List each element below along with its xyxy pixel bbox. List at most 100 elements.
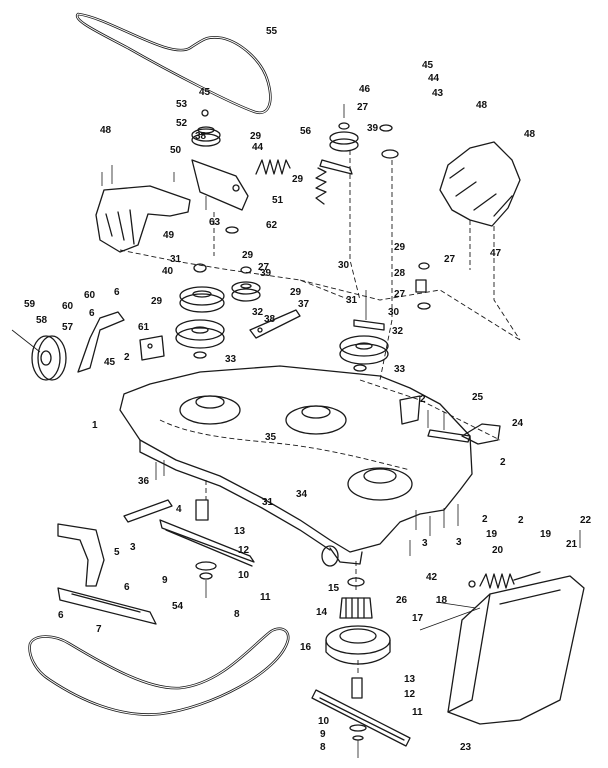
label-31: 31 xyxy=(346,295,358,306)
label-6: 6 xyxy=(58,610,64,621)
label-39: 39 xyxy=(367,123,379,134)
label-14: 14 xyxy=(316,607,328,618)
label-30: 30 xyxy=(338,260,350,271)
label-29: 29 xyxy=(292,174,304,185)
spindle-left xyxy=(159,499,255,598)
label-12: 12 xyxy=(238,545,250,556)
label-18: 18 xyxy=(436,595,448,606)
label-7: 7 xyxy=(96,624,102,635)
label-11: 11 xyxy=(412,707,423,718)
label-12: 12 xyxy=(404,689,416,700)
label-31: 31 xyxy=(262,497,274,508)
label-48: 48 xyxy=(100,125,112,136)
label-39: 39 xyxy=(260,268,272,279)
idler-arm-37 xyxy=(249,309,301,339)
label-43: 43 xyxy=(432,88,444,99)
label-9: 9 xyxy=(320,729,326,740)
label-52: 52 xyxy=(176,118,188,129)
label-21: 21 xyxy=(566,539,578,550)
label-51: 51 xyxy=(272,195,284,206)
label-37: 37 xyxy=(298,299,310,310)
label-31: 31 xyxy=(170,254,182,265)
label-6: 6 xyxy=(89,308,95,319)
label-45: 45 xyxy=(199,87,211,98)
wheel-bracket-57 xyxy=(77,311,125,373)
label-19: 19 xyxy=(486,529,498,540)
bracket-5 xyxy=(57,523,105,587)
label-54: 54 xyxy=(172,601,184,612)
label-26: 26 xyxy=(396,595,408,606)
label-29: 29 xyxy=(250,131,262,142)
belt-guard-47 xyxy=(439,141,521,227)
label-36: 36 xyxy=(138,476,150,487)
idler-bracket-50 xyxy=(191,159,249,211)
callout-labels: 55 46 45 44 43 27 39 48 48 48 45 53 52 3… xyxy=(24,26,592,753)
label-30: 30 xyxy=(388,307,400,318)
spring-51 xyxy=(315,167,327,205)
label-8: 8 xyxy=(234,609,240,620)
label-29: 29 xyxy=(242,250,254,261)
spring-56 xyxy=(255,159,291,175)
label-42: 42 xyxy=(426,572,438,583)
label-2: 2 xyxy=(124,352,130,363)
label-44: 44 xyxy=(428,73,440,84)
label-28: 28 xyxy=(394,268,406,279)
label-53: 53 xyxy=(176,99,188,110)
discharge-chute-23 xyxy=(419,575,585,725)
label-4: 4 xyxy=(176,504,182,515)
label-2: 2 xyxy=(500,457,506,468)
pulley-39-mid xyxy=(231,266,261,302)
label-50: 50 xyxy=(170,145,182,156)
label-60: 60 xyxy=(62,301,74,312)
link-36 xyxy=(155,460,165,480)
label-61: 61 xyxy=(138,322,150,333)
label-32: 32 xyxy=(252,307,264,318)
label-10: 10 xyxy=(238,570,250,581)
pulley-32-left xyxy=(175,319,225,359)
label-11: 11 xyxy=(260,592,271,603)
pulley-40 xyxy=(179,263,225,313)
pulley-52 xyxy=(191,109,221,147)
washer-62 xyxy=(225,226,239,234)
label-1: 1 xyxy=(92,420,98,431)
label-5: 5 xyxy=(114,547,120,558)
label-27: 27 xyxy=(258,262,270,273)
label-59: 59 xyxy=(24,299,36,310)
label-35: 35 xyxy=(265,432,277,443)
label-2: 2 xyxy=(518,515,524,526)
mower-deck-1 xyxy=(119,365,473,567)
bolts-2-3-42 xyxy=(409,410,581,556)
label-62: 62 xyxy=(266,220,278,231)
label-9: 9 xyxy=(162,575,168,586)
label-45: 45 xyxy=(422,60,434,71)
label-56: 56 xyxy=(300,126,312,137)
label-38: 38 xyxy=(195,131,207,142)
label-60: 60 xyxy=(84,290,96,301)
label-3: 3 xyxy=(130,542,136,553)
label-8: 8 xyxy=(320,742,326,753)
label-55: 55 xyxy=(266,26,278,37)
label-3: 3 xyxy=(456,537,462,548)
label-49: 49 xyxy=(163,230,175,241)
label-3: 3 xyxy=(422,538,428,549)
label-25: 25 xyxy=(472,392,484,403)
gauge-wheel-58 xyxy=(11,329,67,381)
label-17: 17 xyxy=(412,613,424,624)
label-6: 6 xyxy=(114,287,120,298)
label-47: 47 xyxy=(490,248,502,259)
pulley-39-top xyxy=(319,104,359,175)
link-4 xyxy=(123,499,173,523)
label-15: 15 xyxy=(328,583,340,594)
belt-55 xyxy=(75,12,272,115)
bracket-24 xyxy=(427,423,501,445)
label-33: 33 xyxy=(225,354,237,365)
bracket-61 xyxy=(139,335,165,361)
label-24: 24 xyxy=(512,418,524,429)
label-29: 29 xyxy=(394,242,406,253)
belt-54 xyxy=(28,627,290,716)
label-10: 10 xyxy=(318,716,330,727)
label-2: 2 xyxy=(482,514,488,525)
label-57: 57 xyxy=(62,322,74,333)
idler-arm-30 xyxy=(353,290,385,331)
